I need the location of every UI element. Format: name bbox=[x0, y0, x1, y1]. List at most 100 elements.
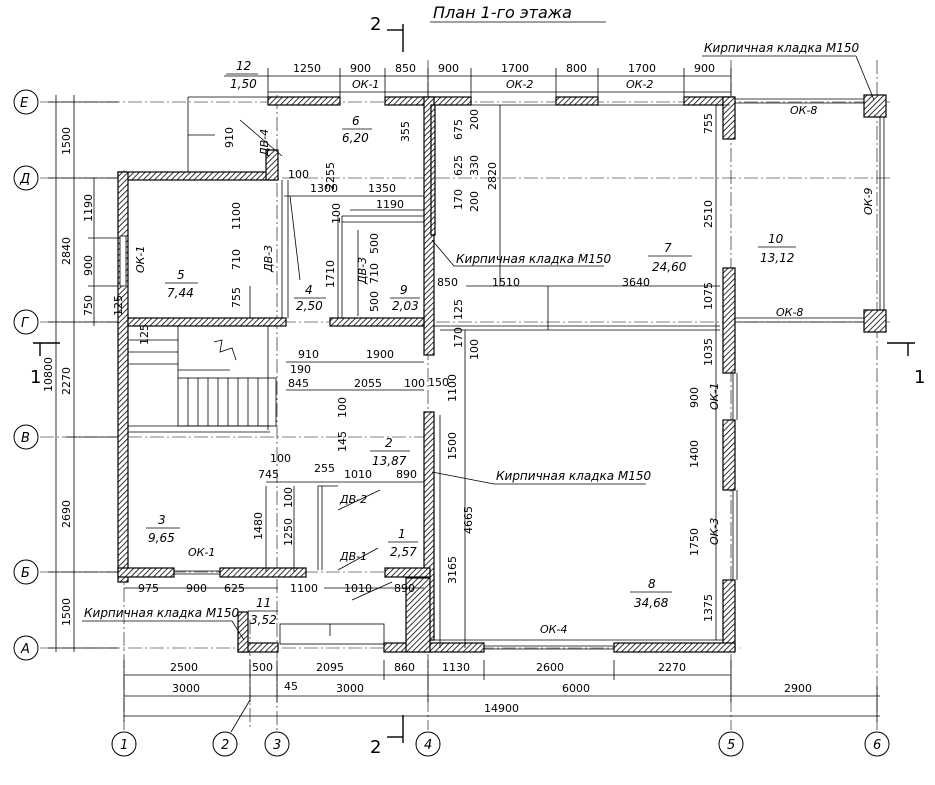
svg-text:45: 45 bbox=[284, 680, 298, 693]
svg-text:2,50: 2,50 bbox=[296, 299, 323, 313]
svg-text:850: 850 bbox=[395, 62, 416, 75]
svg-text:190: 190 bbox=[290, 363, 311, 376]
svg-text:6: 6 bbox=[352, 114, 360, 128]
room-9: 9 2,03 bbox=[390, 283, 420, 313]
svg-text:ОК-3: ОК-3 bbox=[708, 518, 721, 545]
svg-text:2270: 2270 bbox=[60, 367, 73, 395]
svg-text:2255: 2255 bbox=[324, 162, 337, 190]
svg-text:910: 910 bbox=[223, 127, 236, 148]
svg-text:3640: 3640 bbox=[622, 276, 650, 289]
svg-text:ОК-1: ОК-1 bbox=[352, 78, 379, 91]
svg-text:200: 200 bbox=[468, 191, 481, 212]
axis-lines bbox=[40, 60, 890, 730]
svg-text:1400: 1400 bbox=[688, 440, 701, 468]
svg-text:850: 850 bbox=[437, 276, 458, 289]
dims-bottom-2: 3000 45 3000 6000 2900 bbox=[172, 680, 812, 695]
col-axis-2: 2 bbox=[212, 699, 251, 757]
svg-text:1250: 1250 bbox=[293, 62, 321, 75]
svg-text:2510: 2510 bbox=[702, 200, 715, 228]
row-axis-D: Д bbox=[13, 165, 39, 191]
svg-text:900: 900 bbox=[186, 582, 207, 595]
svg-text:10: 10 bbox=[768, 232, 784, 246]
svg-text:Кирпичная кладка М150: Кирпичная кладка М150 bbox=[456, 252, 612, 266]
svg-text:890: 890 bbox=[396, 468, 417, 481]
svg-text:24,60: 24,60 bbox=[652, 260, 687, 274]
row-axis-B: Б bbox=[13, 559, 39, 585]
svg-text:100: 100 bbox=[288, 168, 309, 181]
svg-text:1,50: 1,50 bbox=[230, 77, 257, 91]
dimension-lines bbox=[48, 68, 880, 722]
svg-text:2: 2 bbox=[370, 737, 381, 758]
svg-text:ОК-8: ОК-8 bbox=[790, 104, 817, 117]
svg-text:1510: 1510 bbox=[492, 276, 520, 289]
svg-text:ДВ-4: ДВ-4 bbox=[258, 129, 271, 157]
row-axis-G: Г bbox=[13, 309, 39, 335]
svg-text:3: 3 bbox=[273, 738, 281, 753]
dims-total: 14900 bbox=[484, 702, 519, 715]
svg-text:3000: 3000 bbox=[172, 682, 200, 695]
svg-text:1190: 1190 bbox=[376, 198, 404, 211]
svg-text:900: 900 bbox=[688, 387, 701, 408]
svg-text:755: 755 bbox=[230, 287, 243, 308]
svg-text:1700: 1700 bbox=[628, 62, 656, 75]
svg-text:ОК-8: ОК-8 bbox=[776, 306, 803, 319]
svg-text:1100: 1100 bbox=[290, 582, 318, 595]
svg-text:7: 7 bbox=[664, 241, 672, 255]
svg-text:10800: 10800 bbox=[42, 357, 55, 392]
svg-text:3: 3 bbox=[158, 513, 166, 527]
svg-text:910: 910 bbox=[298, 348, 319, 361]
brick-label-mid: Кирпичная кладка М150 bbox=[431, 239, 612, 267]
room-4: 4 2,50 bbox=[294, 283, 326, 313]
svg-text:500: 500 bbox=[368, 233, 381, 254]
svg-text:11: 11 bbox=[256, 596, 271, 610]
svg-text:900: 900 bbox=[350, 62, 371, 75]
svg-text:1375: 1375 bbox=[702, 594, 715, 622]
room-12: 12 1,50 bbox=[226, 59, 258, 91]
svg-text:1700: 1700 bbox=[501, 62, 529, 75]
svg-text:625: 625 bbox=[224, 582, 245, 595]
svg-text:5: 5 bbox=[727, 738, 735, 753]
room-2: 2 13,87 bbox=[370, 436, 410, 468]
svg-text:125: 125 bbox=[452, 299, 465, 320]
svg-text:1130: 1130 bbox=[442, 661, 470, 674]
svg-text:1010: 1010 bbox=[344, 582, 372, 595]
svg-text:4: 4 bbox=[424, 738, 432, 753]
col-axis-3: 3 bbox=[264, 731, 290, 757]
svg-text:6: 6 bbox=[873, 738, 881, 753]
section-mark-1-left: 1 bbox=[30, 342, 60, 388]
svg-text:1100: 1100 bbox=[230, 202, 243, 230]
svg-text:Е: Е bbox=[20, 96, 29, 111]
svg-text:1350: 1350 bbox=[368, 182, 396, 195]
svg-text:ОК-2: ОК-2 bbox=[626, 78, 653, 91]
svg-text:1: 1 bbox=[30, 367, 41, 388]
row-axis-E: Е bbox=[13, 89, 39, 115]
svg-text:100: 100 bbox=[270, 452, 291, 465]
room-1: 1 2,57 bbox=[388, 527, 418, 559]
svg-text:ОК-4: ОК-4 bbox=[540, 623, 567, 636]
svg-text:1710: 1710 bbox=[324, 260, 337, 288]
svg-text:2095: 2095 bbox=[316, 661, 344, 674]
staircase bbox=[128, 326, 277, 427]
svg-text:8: 8 bbox=[648, 577, 656, 591]
svg-text:500: 500 bbox=[252, 661, 273, 674]
svg-text:14900: 14900 bbox=[484, 702, 519, 715]
svg-text:100: 100 bbox=[404, 377, 425, 390]
svg-text:4665: 4665 bbox=[462, 506, 475, 534]
dims-bottom-1: 2500 500 2095 860 1130 2600 2270 bbox=[170, 661, 686, 674]
svg-text:1250: 1250 bbox=[282, 518, 295, 546]
svg-text:2600: 2600 bbox=[536, 661, 564, 674]
svg-text:1500: 1500 bbox=[446, 432, 459, 460]
svg-text:2,57: 2,57 bbox=[390, 545, 417, 559]
svg-text:ОК-1: ОК-1 bbox=[188, 546, 215, 559]
svg-text:Б: Б bbox=[21, 566, 30, 581]
svg-text:1300: 1300 bbox=[310, 182, 338, 195]
svg-text:100: 100 bbox=[330, 203, 343, 224]
svg-text:200: 200 bbox=[468, 109, 481, 130]
svg-text:100: 100 bbox=[282, 487, 295, 508]
svg-text:355: 355 bbox=[399, 121, 412, 142]
svg-text:ДВ-2: ДВ-2 bbox=[339, 493, 367, 506]
svg-text:2690: 2690 bbox=[60, 500, 73, 528]
svg-text:710: 710 bbox=[368, 263, 381, 284]
svg-text:13,87: 13,87 bbox=[372, 454, 407, 468]
